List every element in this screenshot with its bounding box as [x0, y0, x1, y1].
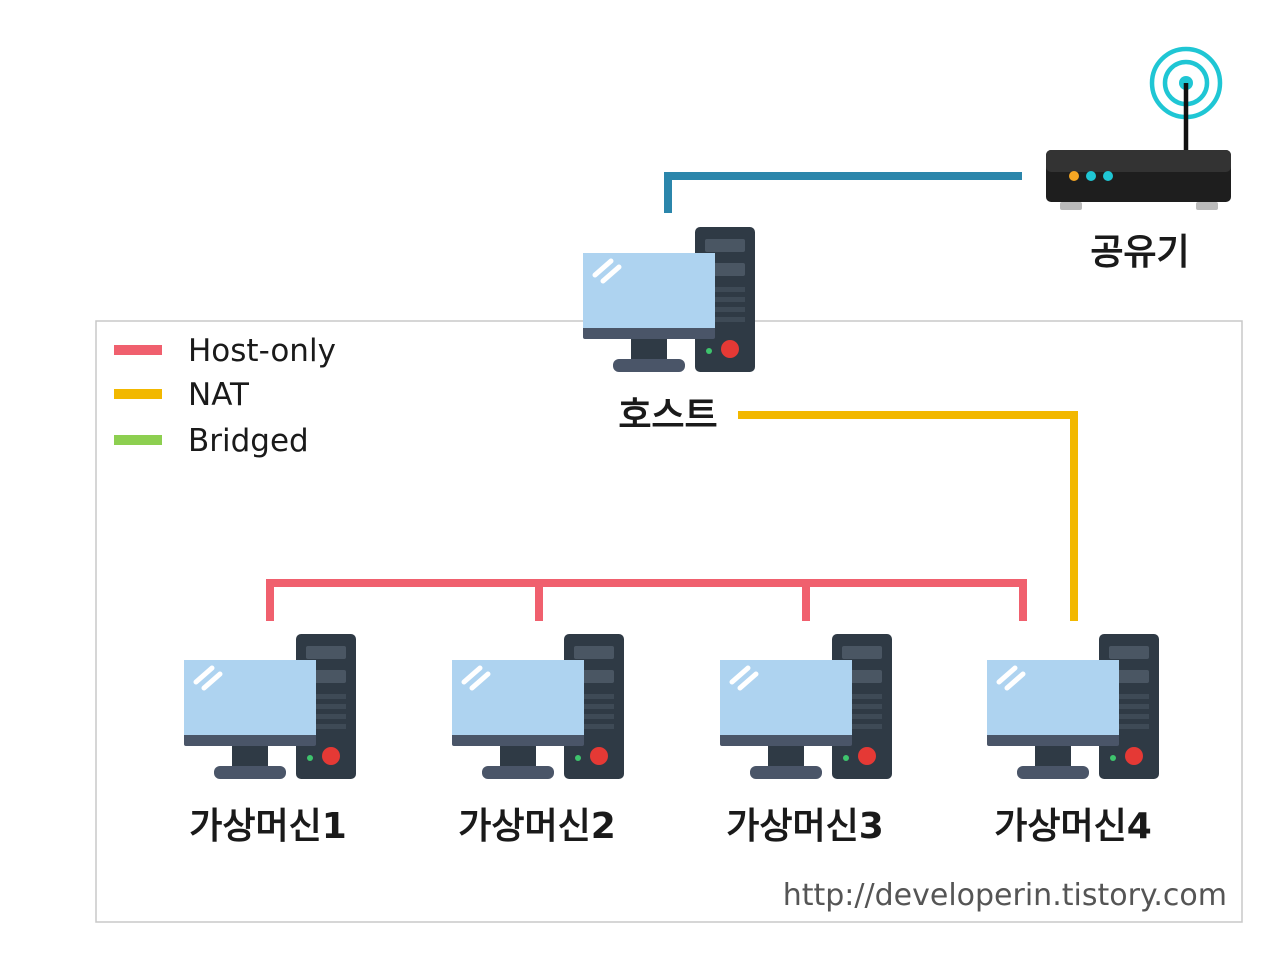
- vm3-computer-icon: [720, 634, 892, 779]
- connections: [266, 172, 1078, 621]
- vm1-computer-icon: [184, 634, 356, 779]
- host-label: 호스트: [618, 395, 717, 436]
- vm4-label: 가상머신4: [994, 806, 1152, 847]
- vm1-label: 가상머신1: [189, 806, 347, 847]
- nat-link-line: [738, 411, 1078, 621]
- vm4-computer-icon: [987, 634, 1159, 779]
- watermark-url: http://developerin.tistory.com: [783, 878, 1227, 913]
- host-only-bus-line: [266, 579, 1027, 621]
- legend-label-host-only: Host-only: [188, 333, 336, 369]
- legend-swatch-bridged: [114, 435, 162, 445]
- vm2-computer-icon: [452, 634, 624, 779]
- host-computer-icon: [583, 227, 755, 372]
- vm3-label: 가상머신3: [726, 806, 884, 847]
- router-link-line: [664, 172, 1022, 213]
- legend-label-bridged: Bridged: [188, 423, 309, 459]
- legend-label-nat: NAT: [188, 377, 250, 413]
- legend-swatch-host-only: [114, 345, 162, 355]
- router-icon: [1046, 46, 1231, 210]
- router-label: 공유기: [1090, 232, 1189, 273]
- legend-swatch-nat: [114, 389, 162, 399]
- vm2-label: 가상머신2: [458, 806, 616, 847]
